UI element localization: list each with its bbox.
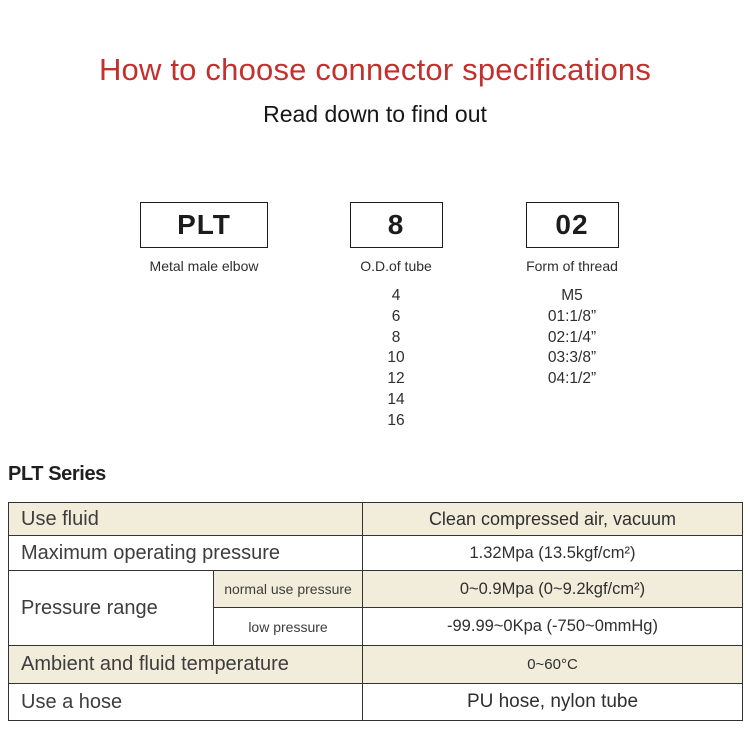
tube-od-options: 4 6 8 10 12 14 16 — [301, 286, 491, 432]
thread-option: 01:1/8” — [547, 307, 597, 325]
table-row-max-pressure: Maximum operating pressure 1.32Mpa (13.5… — [8, 535, 743, 571]
model-code-label: Metal male elbow — [149, 258, 259, 274]
normal-pressure-label: normal use pressure — [213, 570, 363, 608]
code-segment-thread: 02 Form of thread M5 01:1/8” 02:1/4” 03:… — [477, 202, 667, 390]
page-title: How to choose connector specifications — [98, 52, 652, 87]
table-row-pressure-low: low pressure -99.99~0Kpa (-750~0mmHg) — [9, 607, 743, 646]
table-row-hose: Use a hose PU hose, nylon tube — [8, 683, 743, 721]
low-pressure-label: low pressure — [213, 607, 363, 646]
code-segment-tube-od: 8 O.D.of tube 4 6 8 10 12 14 16 — [301, 202, 491, 432]
tube-od-option: 14 — [387, 390, 405, 408]
tube-od-option: 8 — [391, 328, 401, 346]
thread-code-box: 02 — [525, 202, 619, 248]
code-segment-model: PLT Metal male elbow — [109, 202, 299, 274]
use-fluid-value: Clean compressed air, vacuum — [362, 502, 743, 536]
pressure-range-label: Pressure range — [8, 570, 214, 646]
series-heading: PLT Series — [8, 463, 106, 485]
spec-table: Use fluid Clean compressed air, vacuum M… — [8, 502, 743, 721]
tube-od-code-label: O.D.of tube — [360, 258, 432, 274]
tube-od-option: 4 — [391, 287, 401, 304]
model-code-box: PLT — [140, 202, 268, 248]
thread-code: 02 — [555, 209, 589, 240]
hose-value: PU hose, nylon tube — [362, 683, 743, 721]
tube-od-code-box: 8 — [349, 202, 443, 248]
tube-od-option: 6 — [391, 307, 401, 325]
tube-od-option: 12 — [387, 370, 405, 388]
temperature-label: Ambient and fluid temperature — [8, 645, 363, 684]
page-subtitle: Read down to find out — [263, 101, 487, 127]
thread-options: M5 01:1/8” 02:1/4” 03:3/8” 04:1/2” — [477, 286, 667, 390]
use-fluid-label: Use fluid — [8, 502, 363, 536]
table-row-temperature: Ambient and fluid temperature 0~60°C — [8, 645, 743, 684]
hose-label: Use a hose — [8, 683, 363, 721]
thread-option: M5 — [561, 287, 583, 304]
table-row-use-fluid: Use fluid Clean compressed air, vacuum — [8, 502, 743, 536]
max-pressure-value: 1.32Mpa (13.5kgf/cm²) — [362, 535, 743, 571]
thread-option: 03:3/8” — [547, 349, 597, 367]
max-pressure-label: Maximum operating pressure — [8, 535, 363, 571]
normal-pressure-value: 0~0.9Mpa (0~9.2kgf/cm²) — [362, 570, 743, 608]
tube-od-option: 16 — [387, 411, 405, 429]
tube-od-option: 10 — [387, 349, 405, 367]
table-row-pressure-normal: Pressure range normal use pressure 0~0.9… — [8, 570, 743, 646]
thread-option: 04:1/2” — [547, 370, 597, 388]
thread-code-label: Form of thread — [526, 258, 618, 274]
low-pressure-value: -99.99~0Kpa (-750~0mmHg) — [362, 607, 743, 646]
tube-od-code: 8 — [387, 209, 405, 240]
thread-option: 02:1/4” — [547, 328, 597, 346]
temperature-value: 0~60°C — [362, 645, 743, 684]
model-code: PLT — [177, 209, 231, 240]
